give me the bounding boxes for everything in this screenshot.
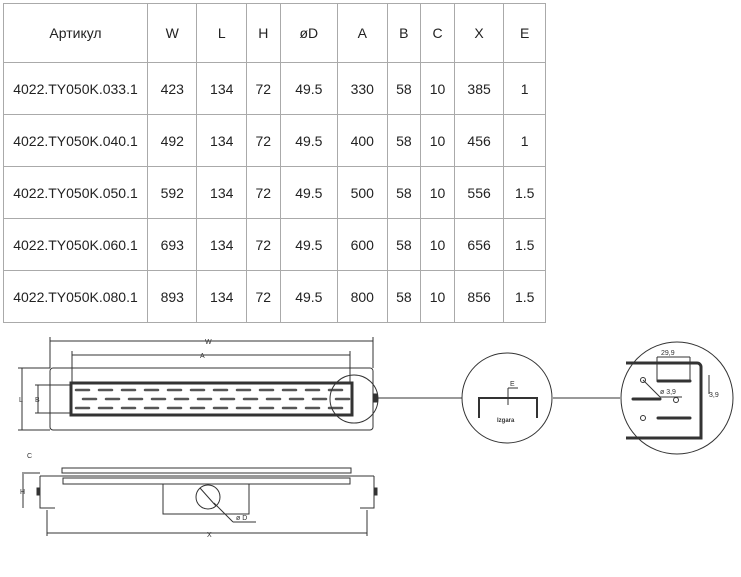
- article-cell: 4022.TY050K.050.1: [3, 166, 148, 219]
- article-cell: 4022.TY050K.033.1: [3, 62, 148, 115]
- value-cell: 693: [146, 218, 198, 271]
- value-cell: 592: [146, 166, 198, 219]
- dim-w-label: W: [205, 339, 212, 346]
- value-cell: 134: [196, 270, 247, 323]
- value-cell: 49.5: [279, 62, 339, 115]
- table-header-row: Артикул W L H øD A B C X E: [3, 3, 546, 63]
- value-cell: 72: [245, 270, 281, 323]
- detail-slot-circle: 29,9 ø 3,9 3,9: [620, 341, 734, 455]
- article-cell: 4022.TY050K.040.1: [3, 114, 148, 167]
- header-cell: C: [420, 3, 455, 63]
- detail-grate-circle: E Izgara: [461, 352, 620, 444]
- dim-slot-width: 3,9: [709, 392, 719, 399]
- value-cell: 10: [420, 166, 455, 219]
- value-cell: 134: [196, 114, 247, 167]
- value-cell: 134: [196, 166, 247, 219]
- dim-l-label: L: [19, 397, 23, 404]
- dim-e-label: E: [510, 381, 515, 388]
- header-cell: A: [337, 3, 388, 63]
- value-cell: 49.5: [279, 218, 339, 271]
- value-cell: 600: [337, 218, 388, 271]
- value-cell: 400: [337, 114, 388, 167]
- value-cell: 1: [503, 114, 546, 167]
- value-cell: 1.5: [503, 218, 546, 271]
- value-cell: 49.5: [279, 166, 339, 219]
- value-cell: 1: [503, 62, 546, 115]
- value-cell: 1.5: [503, 270, 546, 323]
- value-cell: 134: [196, 62, 247, 115]
- grate-label: Izgara: [497, 418, 515, 424]
- value-cell: 385: [453, 62, 505, 115]
- value-cell: 58: [386, 270, 422, 323]
- value-cell: 330: [337, 62, 388, 115]
- value-cell: 49.5: [279, 270, 339, 323]
- value-cell: 10: [420, 114, 455, 167]
- value-cell: 423: [146, 62, 198, 115]
- value-cell: 72: [245, 114, 281, 167]
- dim-h-label: H: [20, 489, 25, 496]
- value-cell: 456: [453, 114, 505, 167]
- dim-c-label: C: [27, 453, 32, 460]
- side-view: ø D C H X: [20, 453, 378, 539]
- dim-a-label: A: [200, 353, 205, 360]
- value-cell: 10: [420, 62, 455, 115]
- header-cell: X: [453, 3, 505, 63]
- article-cell: 4022.TY050K.060.1: [3, 218, 148, 271]
- dim-slot-length: 29,9: [661, 350, 675, 357]
- header-cell: Артикул: [3, 3, 148, 63]
- article-cell: 4022.TY050K.080.1: [3, 270, 148, 323]
- value-cell: 656: [453, 218, 505, 271]
- value-cell: 10: [420, 218, 455, 271]
- value-cell: 72: [245, 62, 281, 115]
- dim-hole-diameter: ø 3,9: [660, 389, 676, 396]
- dim-b-label: B: [35, 397, 40, 404]
- value-cell: 800: [337, 270, 388, 323]
- value-cell: 893: [146, 270, 198, 323]
- value-cell: 856: [453, 270, 505, 323]
- value-cell: 58: [386, 218, 422, 271]
- top-view: W A L B: [18, 337, 462, 431]
- dim-d-label: ø D: [236, 515, 247, 522]
- value-cell: 1.5: [503, 166, 546, 219]
- dimensions-table: Артикул W L H øD A B C X E 4022.TY050K.0…: [3, 3, 546, 323]
- dim-x-label: X: [207, 532, 212, 539]
- header-cell: W: [146, 3, 198, 63]
